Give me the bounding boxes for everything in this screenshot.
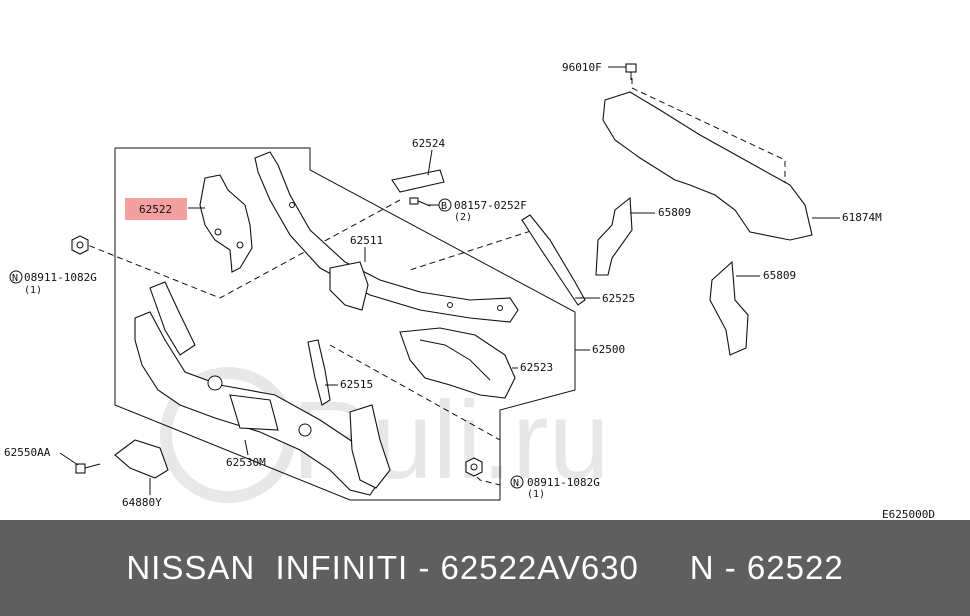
label-08911-qty-lower: (1) (527, 489, 545, 500)
part-number-footer: NISSAN INFINITI - 62522AV630 N - 62522 (0, 520, 970, 616)
dashed-guide-right (409, 227, 541, 271)
label-62515: 62515 (340, 378, 373, 391)
circled-letter-N-upper: N (9, 270, 23, 284)
label-62523: 62523 (520, 361, 553, 374)
part-62522 (199, 174, 253, 273)
label-08911-qty-upper: (1) (24, 285, 42, 296)
part-62525 (521, 214, 586, 306)
assembly-outline (114, 147, 576, 501)
part-65809-lower (709, 260, 749, 356)
label-62524: 62524 (412, 137, 445, 150)
part-62511 (254, 151, 519, 323)
circled-letter-B: B (438, 198, 452, 212)
dashed-guide-top (631, 78, 786, 185)
bolt-icon (409, 197, 431, 207)
label-08157-qty: (2) (454, 212, 472, 223)
svg-text:N: N (12, 273, 18, 284)
svg-text:B: B (441, 201, 447, 212)
label-08157-0252F: 08157-0252F (454, 199, 527, 212)
dashed-guide-left (79, 199, 401, 299)
highlight-62522 (125, 198, 187, 220)
label-64880Y: 64880Y (122, 496, 162, 509)
label-62550AA: 62550AA (4, 446, 51, 459)
part-side-pillar (149, 281, 196, 356)
parts-diagram: Ruli.ru (4, 61, 935, 520)
part-62530M-center (229, 394, 279, 431)
footer-text: NISSAN INFINITI - 62522AV630 N - 62522 (126, 549, 844, 586)
label-08911-1082G-upper: 08911-1082G (24, 271, 97, 284)
label-62530M: 62530M (226, 456, 266, 469)
part-65809-upper (595, 196, 633, 276)
dashed-guide-mid (329, 344, 501, 470)
label-62525: 62525 (602, 292, 635, 305)
circled-letter-N-lower: N (510, 475, 524, 489)
part-61874M (602, 91, 813, 241)
part-62524 (391, 169, 445, 193)
label-61874M: 61874M (842, 211, 882, 224)
bolt-62550AA-icon (75, 463, 101, 474)
label-62511: 62511 (350, 234, 383, 247)
svg-text:N: N (513, 478, 519, 489)
label-62522: 62522 (139, 203, 172, 216)
part-62523 (399, 327, 516, 399)
label-65809-upper: 65809 (658, 206, 691, 219)
label-65809-lower: 65809 (763, 269, 796, 282)
part-62511-bracket (329, 261, 369, 311)
label-96010F: 96010F (562, 61, 602, 74)
label-08911-1082G-lower: 08911-1082G (527, 476, 600, 489)
diagram-code: E625000D (882, 508, 935, 520)
nut-upper-icon (71, 235, 89, 255)
label-62500: 62500 (592, 343, 625, 356)
clip-icon (625, 63, 637, 80)
nut-lower-icon (465, 457, 483, 477)
part-64880Y (114, 439, 169, 479)
part-right-end (349, 404, 391, 489)
part-62515 (307, 339, 331, 406)
